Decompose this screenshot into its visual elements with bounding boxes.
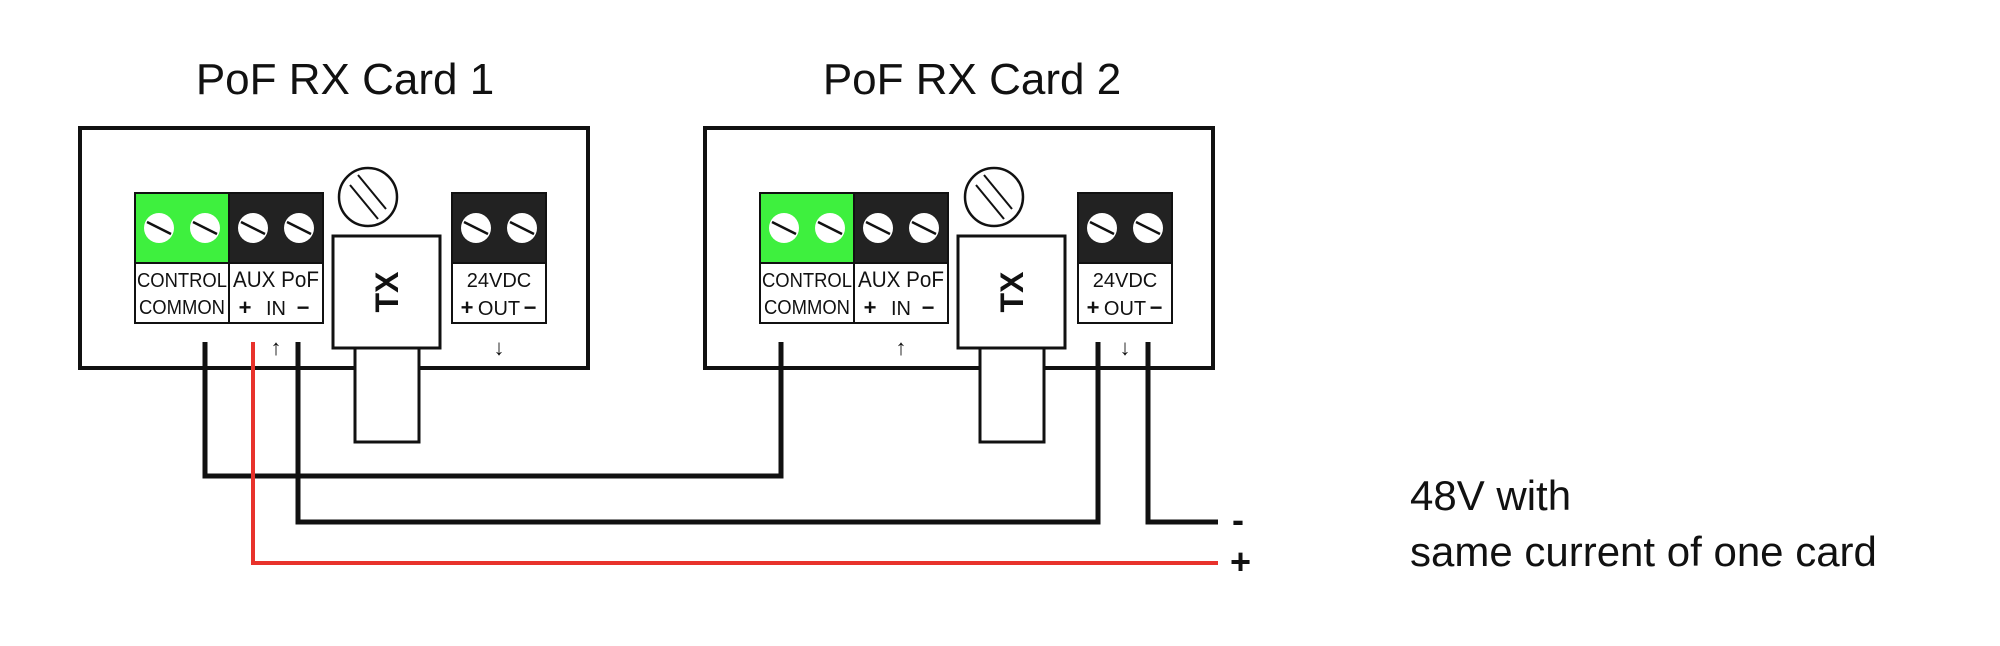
card-2-24vdc-label: 24VDC xyxy=(1093,270,1157,292)
card-2-input-terminal-block: CONTROL COMMON AUX PoF + IN − xyxy=(759,192,949,324)
card-1-in-label: IN xyxy=(266,298,286,320)
screw-icon[interactable] xyxy=(190,213,220,243)
card-2-tx-module[interactable]: TX xyxy=(956,234,1067,444)
supply-positive-wire[interactable] xyxy=(251,342,1218,565)
card-2-tx-label: TX xyxy=(994,271,1030,313)
card-2-common-label: COMMON xyxy=(764,297,850,319)
wiring xyxy=(202,342,1218,565)
card-2-in-plus-label: + xyxy=(864,295,877,320)
screw-icon[interactable] xyxy=(815,213,845,243)
card-1-out-arrow-icon: ↓ xyxy=(494,335,505,360)
card-1-in-arrow-icon: ↑ xyxy=(271,335,282,360)
card-2-output-terminal-block: 24VDC + OUT − xyxy=(1077,192,1173,324)
card-1-control-label: CONTROL xyxy=(137,270,227,292)
screw-icon[interactable] xyxy=(461,213,491,243)
card-1-common-label: COMMON xyxy=(139,297,225,319)
card-1-24vdc-label: 24VDC xyxy=(467,270,531,292)
card-1-output-label-panel xyxy=(451,262,547,324)
screw-icon[interactable] xyxy=(909,213,939,243)
card-1-title: PoF RX Card 1 xyxy=(196,55,494,104)
card-2-out-minus-label: − xyxy=(1150,295,1163,320)
card-1-out-label: OUT xyxy=(478,298,520,320)
screw-icon[interactable] xyxy=(144,213,174,243)
screw-icon[interactable] xyxy=(284,213,314,243)
card1-in-minus-wire[interactable] xyxy=(295,342,1101,525)
supply-negative-wire[interactable] xyxy=(1145,342,1218,525)
card-2: PoF RX Card 2 CONTROL COMMON AUX PoF + I… xyxy=(703,55,1215,444)
card-2-control-label: CONTROL xyxy=(762,270,852,292)
common-wire[interactable] xyxy=(202,342,784,479)
card-1-in-plus-label: + xyxy=(239,295,252,320)
card-1-in-minus-label: − xyxy=(297,295,310,320)
card-2-in-arrow-icon: ↑ xyxy=(896,335,907,360)
card-1-out-minus-label: − xyxy=(524,295,537,320)
card-1-tx-label: TX xyxy=(369,271,405,313)
card-1-aux-pof-label: AUX PoF xyxy=(233,267,319,292)
card-1-tx-module[interactable]: TX xyxy=(331,234,442,444)
card-2-out-plus-label: + xyxy=(1087,295,1100,320)
card-2-in-label: IN xyxy=(891,298,911,320)
supply-minus-sign: - xyxy=(1232,499,1244,540)
screw-icon[interactable] xyxy=(507,213,537,243)
card-2-aux-pof-label: AUX PoF xyxy=(858,267,944,292)
screw-icon[interactable] xyxy=(1087,213,1117,243)
screw-icon[interactable] xyxy=(769,213,799,243)
card-2-title: PoF RX Card 2 xyxy=(823,55,1121,104)
card-2-adjust-screw-icon[interactable] xyxy=(963,166,1025,228)
screw-icon[interactable] xyxy=(863,213,893,243)
card-2-out-label: OUT xyxy=(1104,298,1146,320)
card-1-input-terminal-block: CONTROL COMMON AUX PoF + IN − xyxy=(134,192,324,324)
card-1: PoF RX Card 1 CONTROL COMMON AUX PoF + I… xyxy=(78,55,590,444)
card-2-output-label-panel xyxy=(1077,262,1173,324)
card-1-adjust-screw-icon[interactable] xyxy=(337,166,399,228)
supply-plus-sign: + xyxy=(1230,541,1251,582)
card-1-output-terminal-block: 24VDC + OUT − xyxy=(451,192,547,324)
supply-note-line-2: same current of one card xyxy=(1410,528,1877,575)
card-1-out-plus-label: + xyxy=(461,295,474,320)
screw-icon[interactable] xyxy=(1133,213,1163,243)
card-2-in-minus-label: − xyxy=(922,295,935,320)
screw-icon[interactable] xyxy=(238,213,268,243)
supply-note-line-1: 48V with xyxy=(1410,472,1571,519)
card-2-out-arrow-icon: ↓ xyxy=(1120,335,1131,360)
